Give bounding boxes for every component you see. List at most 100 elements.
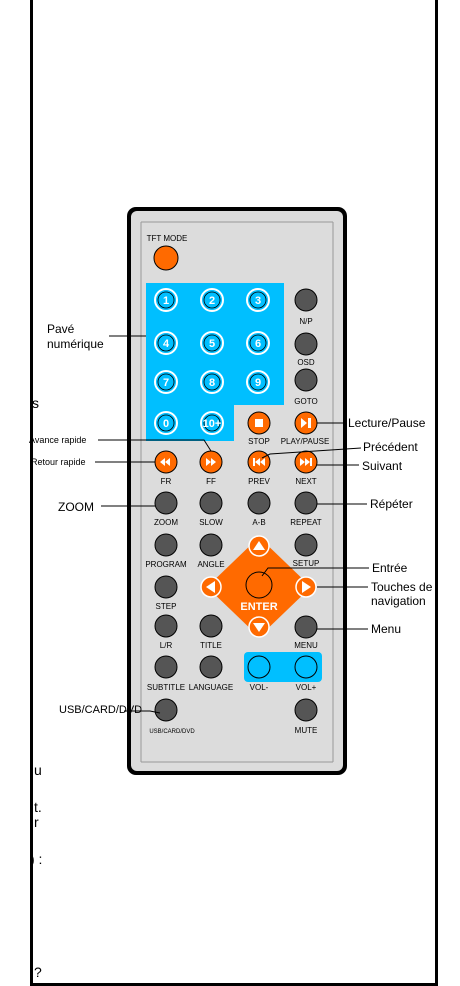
language-label: LANGUAGE (189, 683, 233, 692)
repeat-label: REPEAT (290, 518, 322, 527)
page-text-fragment: s (32, 395, 39, 411)
vol-plus-label: VOL+ (296, 683, 317, 692)
callout-repeter: Répéter (370, 497, 413, 511)
tft-mode-button[interactable] (153, 245, 179, 271)
zoom-button[interactable] (154, 491, 178, 515)
repeat-button[interactable] (294, 491, 318, 515)
callout-touches-line2: navigation (371, 594, 426, 608)
digit-button-ring (203, 334, 221, 352)
digit-button-ring (157, 291, 175, 309)
step-button[interactable] (154, 575, 178, 599)
digit-label: 10+ (203, 418, 222, 430)
numeric-keypad-area (146, 283, 284, 441)
fast-forward-icon (206, 458, 216, 466)
osd-label: OSD (297, 358, 315, 367)
vol-plus-button[interactable] (294, 655, 318, 679)
digit-button-ring (249, 291, 267, 309)
stop-icon (255, 419, 263, 427)
setup-label: SETUP (293, 559, 320, 568)
play-pause-label: PLAY/PAUSE (281, 437, 330, 446)
callout-touches-line1: Touches de (371, 580, 433, 594)
digit-label: 7 (163, 377, 169, 389)
page-text-fragment: t. (34, 799, 42, 815)
digit-label: 3 (255, 295, 261, 307)
digit-label: 8 (209, 377, 215, 389)
callout-retour-rapide: Retour rapide (31, 457, 86, 467)
digit-label: 2 (209, 295, 215, 307)
vol-minus-label: VOL- (250, 683, 269, 692)
slow-button[interactable] (199, 491, 223, 515)
digit-button-ring (203, 373, 221, 391)
callout-pave-line2: numérique (47, 337, 104, 351)
stop-label: STOP (248, 437, 270, 446)
digit-button-ring (157, 373, 175, 391)
lr-button[interactable] (154, 614, 178, 638)
digit-label: 5 (209, 338, 215, 350)
title-label: TITLE (200, 641, 222, 650)
goto-button[interactable] (294, 368, 318, 392)
zoom-label: ZOOM (154, 518, 178, 527)
right-arrow-icon (302, 581, 311, 593)
callout-pave-line1: Pavé (47, 322, 75, 336)
previous-icon (253, 458, 265, 466)
digit-button-ring (203, 291, 221, 309)
next-label: NEXT (295, 477, 316, 486)
menu-label: MENU (294, 641, 318, 650)
callout-usb-card-dvd: USB/CARD/DVD (59, 704, 142, 716)
callout-entree-leader (261, 567, 369, 577)
title-button[interactable] (199, 614, 223, 638)
callout-precedent-leader (261, 447, 362, 459)
language-button[interactable] (199, 655, 223, 679)
menu-button[interactable] (294, 615, 318, 639)
mute-button[interactable] (294, 698, 318, 722)
subtitle-label: SUBTITLE (147, 683, 185, 692)
goto-label: GOTO (294, 397, 317, 406)
usb-card-dvd-button[interactable] (154, 698, 178, 722)
down-arrow-icon (253, 623, 265, 632)
ab-button[interactable] (247, 491, 271, 515)
osd-button[interactable] (294, 332, 318, 356)
lr-label: L/R (160, 641, 173, 650)
page-text-fragment: ? (34, 964, 42, 980)
callout-precedent: Précédent (363, 440, 418, 454)
callout-zoom: ZOOM (58, 500, 94, 514)
mute-label: MUTE (295, 726, 318, 735)
subtitle-button[interactable] (154, 655, 178, 679)
callout-avance-rapide: Avance rapide (29, 435, 86, 445)
page-text-fragment: ) : (30, 851, 43, 867)
angle-button[interactable] (199, 533, 223, 557)
digit-label: 4 (163, 338, 170, 350)
enter-button[interactable] (245, 571, 273, 599)
callout-usb-leader (124, 710, 161, 714)
ff-label: FF (206, 477, 216, 486)
left-arrow-icon (206, 581, 215, 593)
digit-button-ring (249, 334, 267, 352)
vol-minus-button[interactable] (247, 655, 271, 679)
step-label: STEP (156, 602, 177, 611)
angle-label: ANGLE (197, 560, 224, 569)
callout-suivant: Suivant (362, 459, 403, 473)
np-button[interactable] (294, 288, 318, 312)
callout-avance-leader (98, 439, 212, 452)
usb-card-dvd-label: USB/CARD/DVD (149, 729, 195, 735)
ab-label: A-B (252, 518, 265, 527)
up-arrow-icon (253, 541, 265, 550)
slow-label: SLOW (199, 518, 223, 527)
digit-button-ring (157, 334, 175, 352)
digit-label: 0 (163, 418, 169, 430)
fr-label: FR (161, 477, 172, 486)
tft-mode-label: TFT MODE (147, 234, 188, 243)
digit-label: 6 (255, 338, 261, 350)
digit-label: 1 (163, 295, 169, 307)
setup-button[interactable] (294, 533, 318, 557)
page-text-fragment: u (34, 762, 42, 778)
next-icon (300, 458, 312, 466)
digit-button-ring (157, 414, 175, 432)
prev-label: PREV (248, 477, 270, 486)
program-button[interactable] (154, 533, 178, 557)
np-label: N/P (299, 317, 312, 326)
rewind-icon (160, 458, 170, 466)
play-pause-icon (301, 418, 311, 428)
program-label: PROGRAM (145, 560, 187, 569)
